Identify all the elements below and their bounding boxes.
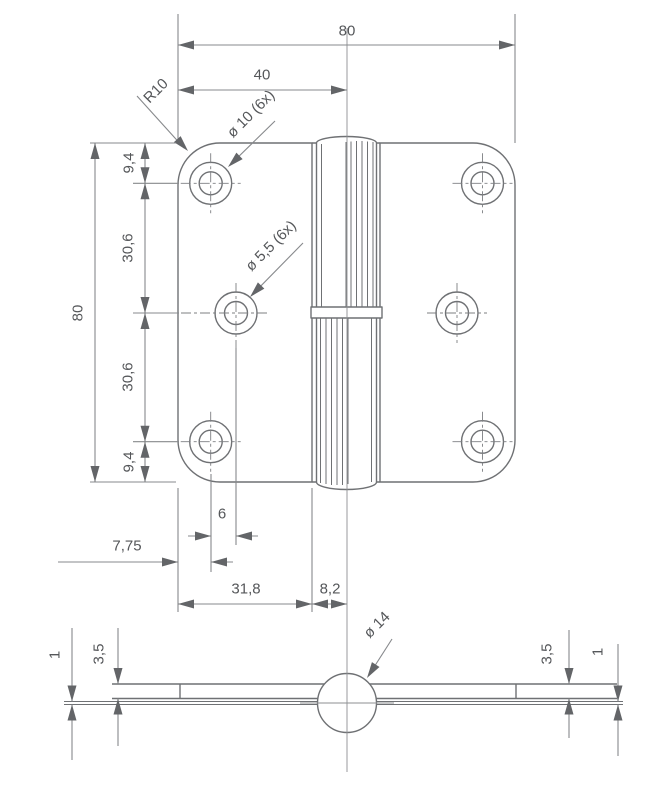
dim-leaf-thickness-left bbox=[113, 628, 123, 746]
dim-leaf-thickness-right bbox=[564, 630, 574, 738]
label-top-edge-to-hole: 9,4 bbox=[121, 153, 138, 174]
dim-width-to-pin bbox=[178, 85, 347, 95]
screw-hole-middle-left bbox=[181, 283, 268, 348]
top-view bbox=[177, 135, 516, 491]
dim-height-total bbox=[90, 143, 100, 482]
dimensions bbox=[58, 14, 623, 760]
label-knuckle-diameter: ø 14 bbox=[360, 608, 393, 641]
dim-width-total bbox=[177, 14, 516, 143]
screw-hole-bottom-left bbox=[180, 411, 241, 472]
label-width-total: 80 bbox=[339, 23, 356, 40]
leader-corner-radius bbox=[136, 95, 188, 151]
plate-edge-connectors bbox=[312, 142, 380, 483]
leader-knuckle-diameter bbox=[367, 638, 393, 678]
label-height-total: 80 bbox=[70, 305, 87, 322]
dim-leaf-to-pin bbox=[312, 599, 347, 609]
dim-left-chain bbox=[90, 142, 179, 483]
leader-countersink bbox=[228, 120, 276, 167]
upper-knuckle-flutes bbox=[321, 141, 374, 307]
label-upper-hole-spacing: 30,6 bbox=[120, 233, 137, 262]
label-leaf-to-pin: 8,2 bbox=[320, 581, 341, 598]
right-leaf-outline bbox=[379, 142, 516, 483]
lower-knuckle-flutes bbox=[320, 318, 372, 485]
label-edge-to-hole-column: 7,75 bbox=[112, 538, 141, 555]
dim-sheet-left bbox=[67, 628, 77, 760]
dim-sheet-right bbox=[613, 644, 623, 756]
section-view bbox=[64, 672, 623, 734]
dim-edge-to-hole-column bbox=[58, 488, 233, 612]
knuckle-collar bbox=[310, 306, 383, 319]
screw-hole-top-left bbox=[180, 153, 241, 214]
screw-hole-middle-right bbox=[427, 283, 487, 343]
screw-hole-top-right bbox=[452, 153, 513, 214]
label-sheet-left: 1 bbox=[47, 651, 64, 659]
label-bottom-edge-to-hole: 9,4 bbox=[121, 452, 138, 473]
dim-hole-offset bbox=[188, 348, 258, 572]
leader-drill-hole bbox=[250, 242, 304, 297]
label-leaf-thickness-right: 3,5 bbox=[539, 644, 556, 665]
label-leaf-width: 31,8 bbox=[231, 581, 260, 598]
screw-hole-bottom-right bbox=[452, 411, 513, 472]
left-leaf-outline bbox=[177, 142, 313, 483]
label-width-to-pin: 40 bbox=[254, 67, 271, 84]
label-leaf-thickness-left: 3,5 bbox=[91, 644, 108, 665]
label-countersink: ø 10 (6x) bbox=[224, 87, 278, 141]
label-sheet-right: 1 bbox=[590, 648, 607, 656]
label-hole-column-offset: 6 bbox=[218, 506, 226, 523]
dim-leaf-width bbox=[178, 488, 313, 612]
label-corner-radius: R10 bbox=[140, 75, 171, 106]
label-lower-hole-spacing: 30,6 bbox=[120, 362, 137, 391]
